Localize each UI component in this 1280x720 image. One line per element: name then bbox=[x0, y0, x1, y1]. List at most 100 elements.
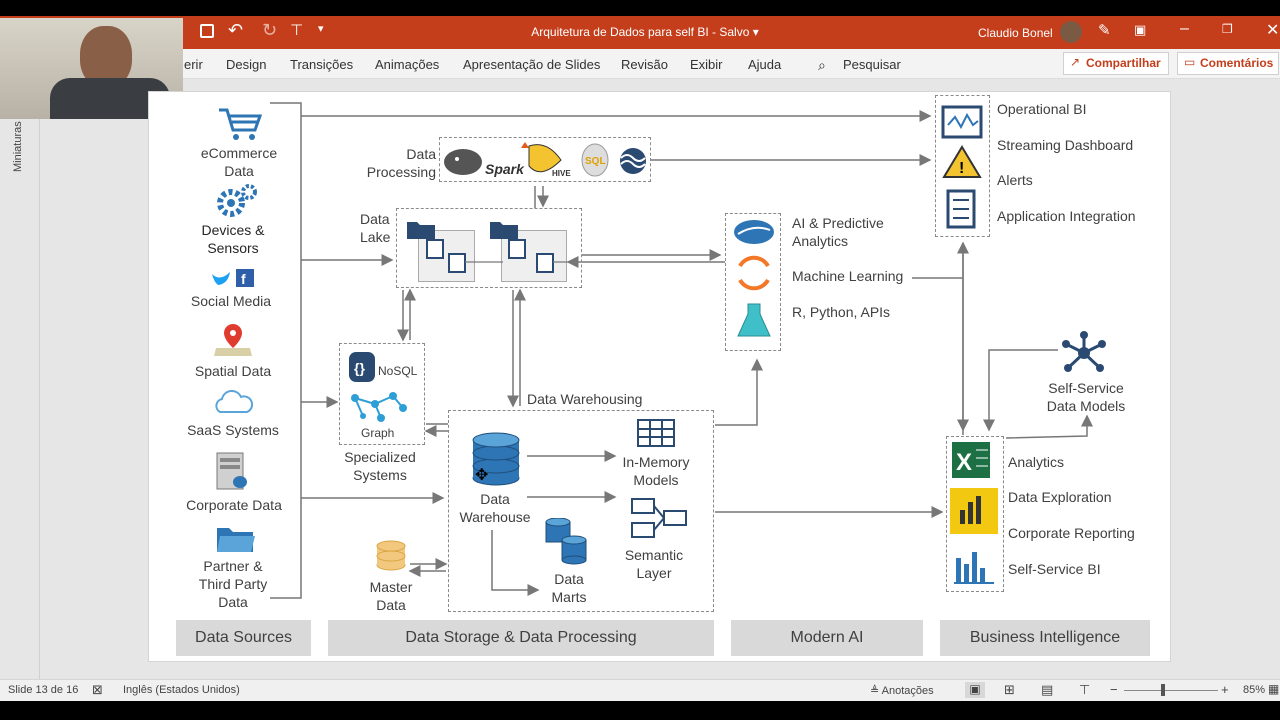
source-devices: Devices & Sensors bbox=[201, 222, 265, 256]
zoom-slider-track[interactable] bbox=[1124, 690, 1218, 691]
data-processing-label: Data Processing bbox=[366, 146, 436, 180]
zoom-out-button[interactable]: − bbox=[1110, 682, 1118, 697]
data-warehousing-title: Data Warehousing bbox=[527, 391, 643, 407]
close-button[interactable]: ✕ bbox=[1266, 22, 1280, 39]
tab-review[interactable]: Revisão bbox=[621, 57, 668, 72]
spellcheck-icon[interactable]: ⊠ bbox=[92, 682, 103, 697]
doc-name: Arquitetura de Dados para self BI bbox=[531, 25, 709, 39]
ribbon-display-icon[interactable]: ▣ bbox=[1134, 22, 1147, 37]
data-marts-label: Data Marts bbox=[551, 571, 587, 605]
r-python-label: R, Python, APIs bbox=[792, 304, 891, 320]
master-data-icon bbox=[376, 540, 406, 571]
normal-view-icon[interactable]: ▣ bbox=[965, 682, 985, 698]
customize-icon[interactable]: ▾ bbox=[318, 23, 324, 35]
shopping-cart-icon bbox=[219, 108, 263, 140]
mouse-cursor-icon: ✥ bbox=[475, 467, 489, 484]
application-integration-label: Application Integration bbox=[997, 208, 1136, 224]
save-icon[interactable] bbox=[200, 24, 214, 38]
nosql-icon: {} bbox=[349, 352, 375, 382]
tab-slideshow[interactable]: Apresentação de Slides bbox=[463, 57, 601, 72]
data-exploration-label: Data Exploration bbox=[1008, 489, 1112, 505]
slide-counter[interactable]: Slide 13 de 16 bbox=[8, 684, 79, 696]
document-title: Arquitetura de Dados para self BI - Salv… bbox=[531, 25, 759, 39]
data-marts-icon bbox=[545, 518, 587, 565]
status-bar: Slide 13 de 16 ⊠ Inglês (Estados Unidos)… bbox=[0, 679, 1280, 701]
tab-help[interactable]: Ajuda bbox=[748, 57, 782, 72]
title-sep: - bbox=[708, 25, 720, 39]
ai-icons bbox=[734, 220, 774, 337]
nosql-label: NoSQL bbox=[378, 364, 418, 378]
slide-canvas[interactable] bbox=[148, 91, 1171, 662]
save-status: Salvo bbox=[719, 25, 750, 39]
data-warehouse-label: Data Warehouse bbox=[459, 491, 531, 525]
svg-text:!: ! bbox=[959, 160, 964, 177]
minimize-button[interactable]: – bbox=[1180, 20, 1189, 37]
band-data-sources: Data Sources bbox=[176, 620, 311, 656]
tab-design[interactable]: Design bbox=[226, 57, 267, 72]
bottom-black-border bbox=[0, 701, 1280, 720]
zoom-level[interactable]: 85% bbox=[1243, 684, 1266, 696]
alerts-label: Alerts bbox=[997, 172, 1033, 188]
cloud-icon bbox=[215, 390, 254, 413]
source-saas: SaaS Systems bbox=[187, 422, 279, 438]
tab-transitions[interactable]: Transições bbox=[290, 57, 354, 72]
spark-logo: Spark bbox=[485, 161, 525, 177]
svg-text:f: f bbox=[241, 271, 246, 287]
search-box[interactable]: Pesquisar bbox=[843, 57, 901, 72]
map-pin-icon bbox=[214, 324, 252, 356]
fit-to-window-icon[interactable]: ▦ bbox=[1268, 682, 1280, 696]
language-indicator[interactable]: Inglês (Estados Unidos) bbox=[123, 684, 240, 696]
operational-icons-box bbox=[935, 95, 990, 237]
pen-icon[interactable]: ✎ bbox=[1098, 22, 1111, 39]
social-icons: f bbox=[212, 269, 254, 287]
title-bar: ↶ ↻ ⊤ ▾ Arquitetura de Dados para self B… bbox=[0, 16, 1280, 49]
band-data-storage: Data Storage & Data Processing bbox=[328, 620, 714, 656]
data-warehouse-icon bbox=[472, 432, 520, 486]
band-modern-ai: Modern AI bbox=[731, 620, 923, 656]
sql-logo: SQL bbox=[585, 156, 606, 167]
data-lake-label: Data Lake bbox=[360, 211, 391, 245]
thumbnail-pane[interactable] bbox=[0, 79, 40, 679]
specialized-box bbox=[339, 343, 425, 445]
ai-predictive-label: AI & Predictive Analytics bbox=[792, 215, 884, 249]
redo-icon[interactable]: ↻ bbox=[262, 20, 278, 40]
hive-logo: HIVE bbox=[552, 169, 571, 178]
operational-bi-label: Operational BI bbox=[997, 101, 1087, 117]
avatar[interactable] bbox=[1060, 21, 1082, 43]
bi-icons-box bbox=[946, 436, 1004, 592]
tab-animations[interactable]: Animações bbox=[375, 57, 440, 72]
source-ecommerce: eCommerce Data bbox=[200, 145, 278, 179]
share-button[interactable]: Compartilhar bbox=[1063, 52, 1169, 75]
self-service-bi-label: Self-Service BI bbox=[1008, 561, 1101, 577]
comments-button[interactable]: Comentários bbox=[1177, 52, 1279, 75]
undo-icon[interactable]: ↶ bbox=[228, 20, 244, 40]
source-spatial: Spatial Data bbox=[194, 363, 272, 379]
source-partner: Partner & Third Party Data bbox=[198, 558, 268, 610]
search-icon[interactable]: ⌕ bbox=[818, 57, 826, 73]
tab-view[interactable]: Exibir bbox=[690, 57, 723, 72]
notes-button[interactable]: ≜ Anotações bbox=[870, 685, 934, 697]
notes-label: Anotações bbox=[881, 685, 934, 697]
present-icon[interactable]: ⊤ bbox=[290, 22, 304, 39]
slideshow-icon[interactable]: ⊤ bbox=[1079, 682, 1091, 697]
semantic-layer-icon bbox=[631, 498, 687, 538]
tab-insert[interactable]: erir bbox=[184, 57, 203, 72]
graph-label: Graph bbox=[361, 426, 395, 440]
share-icon: ↗ bbox=[1070, 55, 1081, 69]
bi-icons: X bbox=[950, 442, 998, 584]
zoom-in-button[interactable]: + bbox=[1221, 682, 1229, 697]
reading-view-icon[interactable]: ▤ bbox=[1041, 682, 1054, 697]
zoom-slider-thumb[interactable] bbox=[1161, 684, 1165, 696]
master-data-label: Master Data bbox=[369, 579, 413, 613]
restore-button[interactable]: ❐ bbox=[1222, 22, 1233, 36]
svg-text:{}: {} bbox=[354, 360, 365, 376]
data-lake-folders-icon bbox=[407, 222, 570, 273]
operational-icons: ! bbox=[941, 105, 983, 229]
table-grid-icon bbox=[637, 419, 675, 447]
folder-icon bbox=[217, 528, 255, 552]
specialized-label: Specialized Systems bbox=[344, 449, 416, 483]
data-warehousing-box bbox=[448, 410, 714, 612]
user-name: Claudio Bonel bbox=[978, 26, 1053, 40]
slide-sorter-icon[interactable]: ⊞ bbox=[1004, 682, 1015, 697]
source-corporate: Corporate Data bbox=[186, 497, 282, 513]
